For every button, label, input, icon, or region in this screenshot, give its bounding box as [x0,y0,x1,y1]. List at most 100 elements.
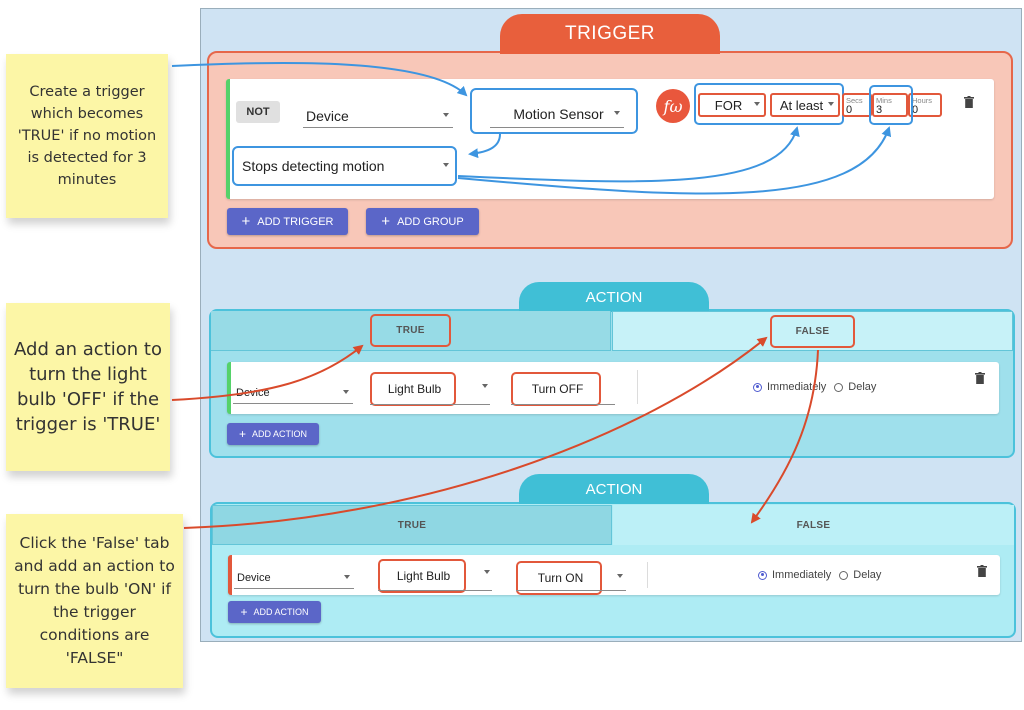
chevron-down-icon [343,389,349,394]
action-header-1: ACTION [519,282,709,312]
secs-label: Secs [846,96,863,105]
command-select[interactable]: Turn ON [516,561,602,595]
add-group-button[interactable]: + ADD GROUP [366,208,479,235]
chevron-down-icon [754,102,760,106]
field-underline [378,590,492,591]
sensor-value: Motion Sensor [513,105,604,122]
radio-delay[interactable] [839,570,849,580]
plus-icon: + [240,605,248,619]
arrow-sensor-to-event [468,133,501,159]
radio-immediately[interactable] [753,382,762,392]
trash-icon[interactable] [975,372,985,384]
arrow-note2-to-true [171,344,364,401]
event-select[interactable]: Stops detecting motion [232,146,457,186]
false-highlight: FALSE [769,314,856,348]
not-toggle-button[interactable]: NOT [236,101,280,123]
action-header-2: ACTION [519,474,709,504]
for-select[interactable]: FOR [698,93,766,117]
arrow-false-to-false-tab [750,349,819,524]
tab-false[interactable]: FALSE [613,505,1014,545]
qualifier-value: At least [779,97,824,113]
arrow-event-to-for [457,126,800,183]
qualifier-select[interactable]: At least [770,93,840,117]
add-trigger-label: ADD TRIGGER [257,215,334,228]
chevron-down-icon [443,112,449,117]
sensor-select-highlight [470,88,638,134]
trash-icon[interactable] [977,565,987,577]
note-add-action-off: Add an action to turn the light bulb 'OF… [6,303,170,471]
note-false-tab: Click the 'False' tab and add an action … [6,514,183,688]
for-value: FOR [714,97,743,113]
device-type-value: Device [306,107,349,124]
add-group-label: ADD GROUP [397,215,464,228]
radio-delay[interactable] [834,382,844,392]
arrow-note1-to-sensor [171,62,468,97]
field-underline [516,590,626,591]
command-select[interactable]: Turn OFF [511,372,601,406]
add-action-button[interactable]: + ADD ACTION [228,601,321,623]
event-value: Stops detecting motion [242,158,385,174]
tab-true[interactable]: TRUE [211,311,611,351]
target-device-select[interactable]: Light Bulb [370,372,456,406]
trigger-header: TRIGGER [500,14,720,54]
secs-value: 0 [846,104,853,116]
action-device-select[interactable]: Device [234,567,354,589]
radio-immediately[interactable] [758,570,767,580]
tab-true-label: TRUE [397,519,427,531]
true-highlight: TRUE [370,314,451,347]
hours-label: Hours [912,96,933,105]
tab-false[interactable]: FALSE [612,311,1013,351]
action-card-2 [228,555,1000,595]
action-device-value: Device [237,571,271,584]
timing-radio-group: Immediately Delay [753,381,876,393]
chevron-down-icon [482,384,488,388]
action-card-1 [227,362,999,414]
trash-icon[interactable] [964,96,974,108]
device-type-select[interactable]: Device [303,104,453,128]
tab-true[interactable]: TRUE [212,505,612,545]
note-create-trigger: Create a trigger which becomes 'TRUE' if… [6,54,168,218]
plus-icon: + [381,213,391,230]
function-icon[interactable]: fω [656,89,690,123]
note-text: Add an action to turn the light bulb 'OF… [14,339,162,435]
plus-icon: + [238,427,246,441]
mins-value: 3 [876,104,883,116]
note-text: Click the 'False' tab and add an action … [14,534,175,667]
tab-false-label: FALSE [795,325,830,337]
target-device-value: Light Bulb [396,569,451,583]
command-value: Turn OFF [531,382,584,396]
divider [637,370,638,404]
add-action-label: ADD ACTION [253,607,309,617]
chevron-down-icon [344,574,350,579]
plus-icon: + [241,213,251,230]
tab-false-label: FALSE [796,519,831,531]
add-action-label: ADD ACTION [252,429,308,439]
divider [647,562,648,588]
delay-label: Delay [848,381,877,393]
mins-highlight [869,85,913,125]
chevron-down-icon [443,163,449,167]
chevron-down-icon [614,110,620,115]
chevron-down-icon [828,102,834,106]
field-underline [511,404,615,405]
field-underline [370,404,490,405]
timing-radio-group: Immediately Delay [758,569,881,581]
tab-true-label: TRUE [396,325,425,336]
immediately-label: Immediately [772,569,832,581]
note-text: Create a trigger which becomes 'TRUE' if… [17,84,157,188]
sensor-select[interactable]: Motion Sensor [490,100,624,128]
delay-label: Delay [853,569,882,581]
add-trigger-button[interactable]: + ADD TRIGGER [227,208,348,235]
immediately-label: Immediately [767,381,827,393]
arrow-note3-to-false [183,336,768,529]
command-value: Turn ON [537,571,584,585]
target-device-select[interactable]: Light Bulb [378,559,466,593]
mins-label: Mins [876,96,892,105]
target-device-value: Light Bulb [387,382,442,396]
chevron-down-icon [484,570,490,574]
add-action-button[interactable]: + ADD ACTION [227,423,319,445]
